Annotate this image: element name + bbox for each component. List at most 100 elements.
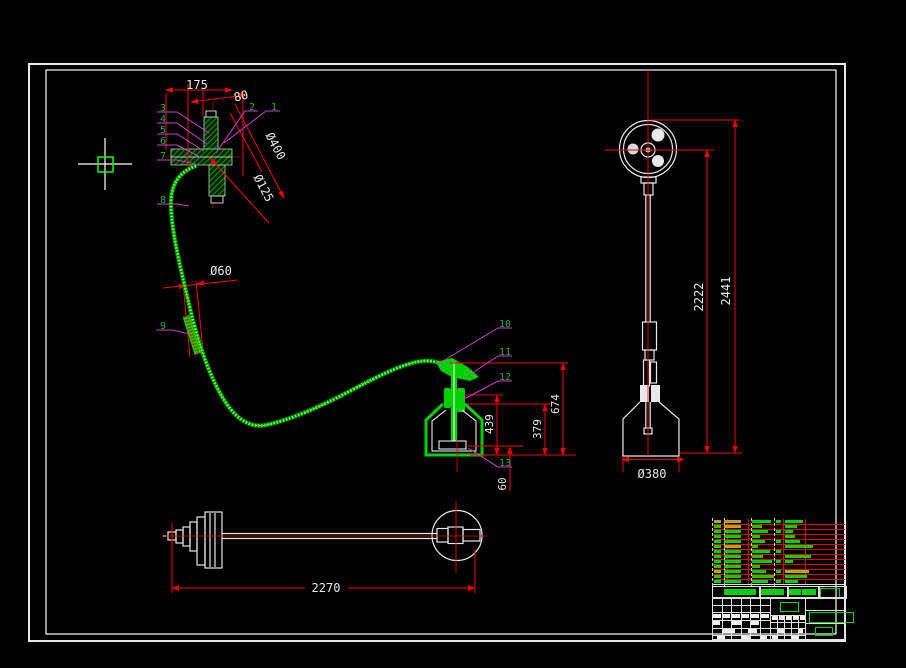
title-cell-text <box>792 616 798 620</box>
dim-379: 379 <box>531 419 544 439</box>
bom-row-text <box>714 570 721 573</box>
title-cell-text <box>713 621 720 625</box>
bom-row-text <box>752 520 771 523</box>
bom-row-text <box>752 565 760 568</box>
bom-row-text <box>724 530 741 533</box>
title-cell-text <box>717 636 725 639</box>
part-label-9: 9 <box>160 321 166 332</box>
dim-dia380: Ø380 <box>638 467 667 481</box>
title-grid-box <box>712 597 845 640</box>
bom-row-text <box>785 540 800 543</box>
part-label-3: 3 <box>160 103 166 114</box>
detail-view-coupling <box>166 102 240 208</box>
bom-row-text <box>752 530 768 533</box>
title-cell-text <box>742 614 749 618</box>
bom-row-text <box>714 545 721 548</box>
title-grid-line <box>770 622 805 623</box>
bom-row-text <box>714 565 721 568</box>
bom-rule <box>712 539 845 540</box>
bom-rule <box>712 524 845 525</box>
bom-row-text <box>785 545 813 548</box>
title-grid-line <box>798 615 799 640</box>
head-bell <box>424 402 484 457</box>
title-green-bar <box>761 588 784 595</box>
dim-674: 674 <box>549 394 562 414</box>
bom-row-text <box>785 525 797 528</box>
bom-rule <box>712 544 845 545</box>
title-header-box <box>787 586 820 599</box>
title-grid-line <box>770 615 805 616</box>
coupling-upper-housing <box>203 116 219 152</box>
top-view <box>163 509 483 569</box>
title-cell-text <box>742 636 750 639</box>
title-grid-line <box>770 635 805 636</box>
bom-rule <box>712 559 845 560</box>
bom-row-text <box>724 545 741 548</box>
bom-column-rule <box>774 518 775 586</box>
top-view-dimensions <box>165 501 487 593</box>
bom-column-rule <box>805 519 806 584</box>
bom-rule <box>712 574 845 575</box>
dim-60: 60 <box>496 477 509 490</box>
title-block <box>712 518 854 640</box>
title-cell-text <box>748 629 757 633</box>
bom-row-text <box>724 525 741 528</box>
title-cell-text <box>732 614 740 618</box>
bom-rule <box>712 554 845 555</box>
bom-row-text <box>724 555 741 558</box>
part-leaders <box>156 110 512 468</box>
title-header-box <box>759 586 789 599</box>
title-grid-line <box>750 597 751 640</box>
bom-row-text <box>724 575 741 578</box>
part-label-6: 6 <box>160 136 166 147</box>
title-grid-line <box>712 620 770 621</box>
bom-row-text <box>752 570 766 573</box>
head-dimensions <box>450 362 576 491</box>
bom-rule <box>712 534 845 535</box>
bom-row-text <box>714 550 721 553</box>
bom-row-text <box>752 535 760 538</box>
part-label-10: 10 <box>499 319 511 330</box>
bom-row-text <box>752 525 762 528</box>
bom-rule <box>712 569 845 570</box>
bom-row-text <box>724 550 741 553</box>
bom-bottom-rule <box>712 584 845 585</box>
bom-row-text <box>752 540 765 543</box>
bom-row-text <box>714 575 721 578</box>
bom-row-text <box>714 580 721 583</box>
dim-dia60: Ø60 <box>210 264 232 278</box>
title-cell-text <box>723 629 735 633</box>
title-grid-line <box>712 635 770 636</box>
bom-row-text <box>785 535 795 538</box>
dim-439: 439 <box>483 414 496 434</box>
title-grid-line <box>760 597 761 640</box>
drawing-frame <box>28 63 846 642</box>
dim-80: 80 <box>232 88 249 105</box>
title-cell-text <box>751 614 759 618</box>
bom-column-rule <box>751 518 752 586</box>
detail-dimensions <box>162 84 285 358</box>
dim-175: 175 <box>186 78 208 92</box>
flexible-shaft-cable <box>168 163 454 428</box>
bom-rule <box>712 579 845 580</box>
bom-row-text <box>752 555 763 558</box>
part-label-11: 11 <box>499 347 511 358</box>
bom-column-rule <box>712 518 713 586</box>
title-cell-text <box>778 616 784 620</box>
bom-row-text <box>714 555 721 558</box>
bom-row-text <box>714 535 721 538</box>
title-green-bar <box>724 588 756 595</box>
title-green-frame <box>815 627 833 636</box>
bom-row-text <box>776 550 781 553</box>
bom-row-text <box>785 575 807 578</box>
crosshair-cursor[interactable] <box>78 138 132 190</box>
bom-column-rule <box>783 519 784 584</box>
title-cell-text <box>778 629 784 633</box>
title-grid-line <box>712 628 770 629</box>
coupling-top-cap <box>205 110 217 118</box>
title-grid-line <box>770 628 805 629</box>
title-cell-text <box>751 621 759 625</box>
title-cell-text <box>798 629 803 633</box>
front-view <box>618 119 680 457</box>
